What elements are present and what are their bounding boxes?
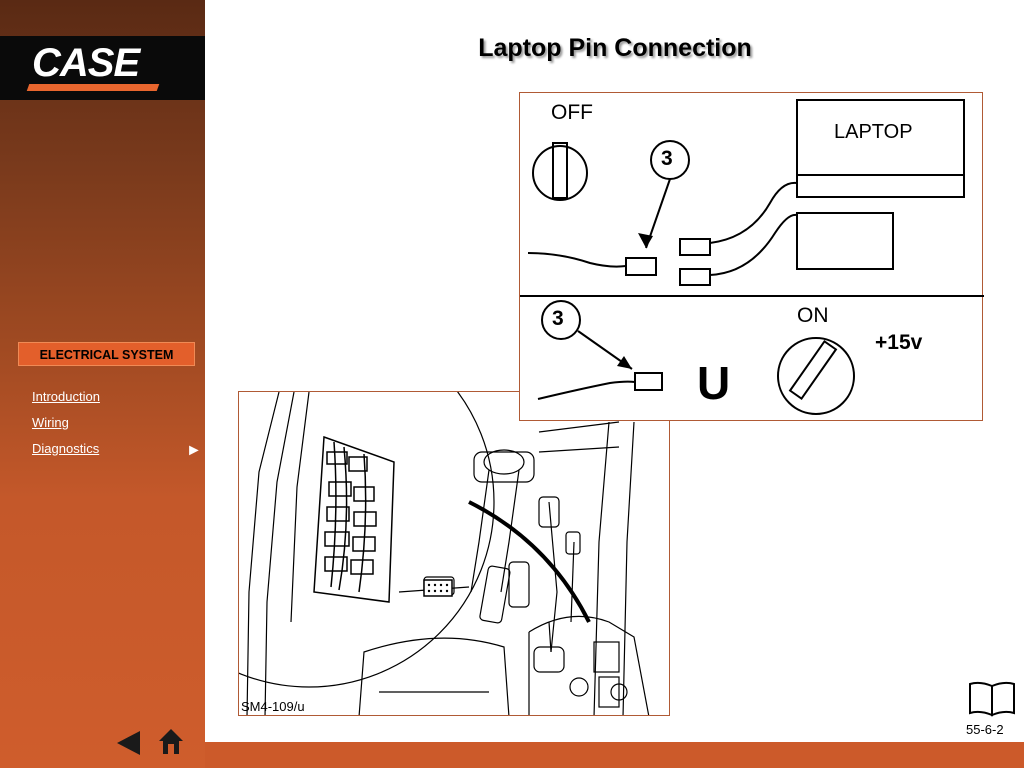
brand-logo: CASE	[32, 41, 140, 85]
home-icon[interactable]	[158, 728, 184, 755]
section-title: ELECTRICAL SYSTEM	[18, 342, 195, 366]
photo-label: SM4-109/u	[241, 699, 305, 714]
cab-illustration	[238, 391, 670, 716]
nav-link-introduction[interactable]: Introduction	[32, 389, 100, 404]
nav-link-wiring[interactable]: Wiring	[32, 415, 69, 430]
pin-connection-diagram: OFF LAPTOP 3 3 ON +15v U	[519, 92, 984, 421]
u-label: U	[697, 357, 731, 409]
nav-link-diagnostics[interactable]: Diagnostics	[32, 441, 100, 456]
left-triangle-icon[interactable]	[116, 730, 142, 756]
callout-number-top: 3	[661, 147, 673, 170]
footer-bar	[205, 742, 1024, 768]
logo-stripe	[26, 84, 160, 91]
off-label: OFF	[551, 101, 593, 124]
page-title: Laptop Pin Connection	[478, 34, 752, 62]
voltage-label: +15v	[875, 331, 923, 354]
callout-number-bottom: 3	[552, 307, 564, 330]
laptop-label: LAPTOP	[834, 121, 913, 143]
sidebar	[0, 0, 205, 768]
on-label: ON	[797, 304, 829, 327]
right-triangle-icon: ►	[186, 442, 202, 459]
page-number: 55-6-2	[966, 722, 1004, 737]
book-icon[interactable]	[968, 681, 1016, 717]
